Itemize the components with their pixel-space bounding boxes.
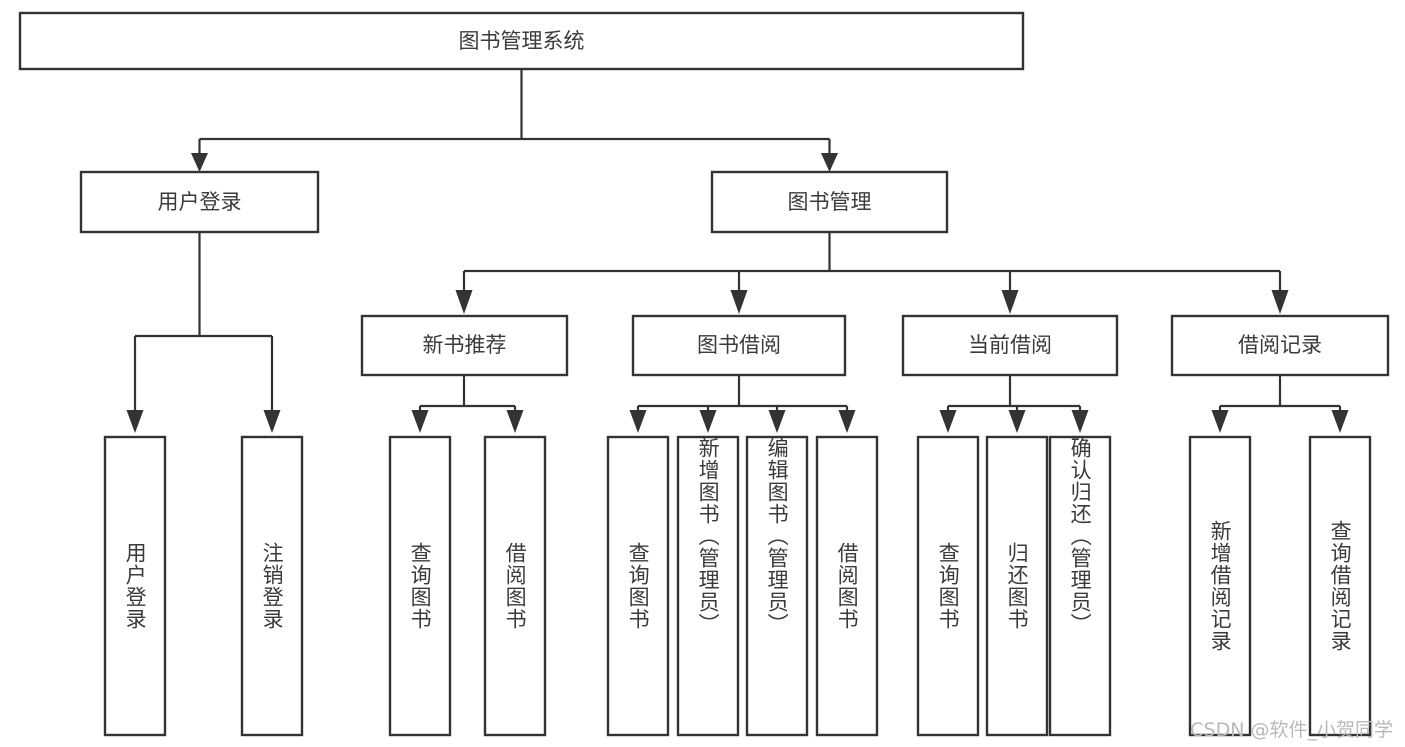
arrowhead-records bbox=[1271, 290, 1289, 314]
node-new-book-recommend[interactable]: 新书推荐 bbox=[360, 314, 569, 377]
node-user-login-label: 用户登录 bbox=[158, 190, 242, 214]
leaf-boxes-group bbox=[103, 435, 1372, 737]
arrowhead-newbook-leaf2 bbox=[506, 410, 524, 433]
node-user-login[interactable]: 用户登录 bbox=[79, 170, 320, 234]
node-book-borrow-label: 图书借阅 bbox=[697, 333, 781, 357]
node-user-login-box[interactable] bbox=[79, 170, 320, 234]
connectors-group bbox=[126, 69, 1349, 433]
leaf-box-user-login[interactable] bbox=[103, 435, 167, 737]
arrowhead-leaf-user-login bbox=[126, 410, 144, 433]
arrowhead-book-mgmt bbox=[821, 153, 838, 172]
node-current-borrow[interactable]: 当前借阅 bbox=[901, 314, 1119, 377]
node-root-box[interactable] bbox=[18, 11, 1025, 71]
node-root-label: 图书管理系统 bbox=[459, 29, 585, 53]
leaf-box-add-book-admin[interactable] bbox=[676, 435, 740, 737]
node-book-borrow-box[interactable] bbox=[631, 314, 847, 377]
leaf-box-add-borrow-record[interactable] bbox=[1188, 435, 1252, 737]
node-book-management[interactable]: 图书管理 bbox=[710, 170, 949, 234]
leaf-box-query-books-newbook[interactable] bbox=[388, 435, 452, 737]
arrowhead-newbook-leaf1 bbox=[411, 410, 429, 433]
arrowhead-user-login bbox=[191, 153, 208, 172]
arrowhead-borrow-leaf1 bbox=[629, 410, 647, 433]
node-borrow-records[interactable]: 借阅记录 bbox=[1170, 314, 1390, 377]
arrowhead-current-leaf1 bbox=[939, 410, 957, 433]
arrowhead-records-leaf2 bbox=[1331, 410, 1349, 433]
arrowhead-current bbox=[1001, 290, 1019, 314]
leaf-box-query-books-borrow[interactable] bbox=[606, 435, 670, 737]
node-new-book-recommend-label: 新书推荐 bbox=[423, 333, 507, 357]
leaf-box-borrow-books-newbook[interactable] bbox=[483, 435, 547, 737]
leaf-box-borrow-books[interactable] bbox=[815, 435, 879, 737]
node-root[interactable]: 图书管理系统 bbox=[18, 11, 1025, 71]
node-current-borrow-label: 当前借阅 bbox=[968, 333, 1052, 357]
leaf-box-return-books[interactable] bbox=[985, 435, 1049, 737]
node-book-borrow[interactable]: 图书借阅 bbox=[631, 314, 847, 377]
arrowhead-current-leaf3 bbox=[1071, 410, 1089, 433]
arrowhead-newbook bbox=[455, 290, 473, 314]
arrowhead-current-leaf2 bbox=[1008, 410, 1026, 433]
arrowhead-leaf-logout bbox=[263, 410, 281, 433]
node-current-borrow-box[interactable] bbox=[901, 314, 1119, 377]
arrowhead-borrow-leaf4 bbox=[838, 410, 856, 433]
arrowhead-borrow bbox=[730, 290, 748, 314]
leaf-box-query-books-current[interactable] bbox=[916, 435, 980, 737]
node-book-management-label: 图书管理 bbox=[788, 190, 872, 214]
leaf-box-logout[interactable] bbox=[240, 435, 304, 737]
arrowhead-borrow-leaf2 bbox=[699, 410, 717, 433]
node-new-book-recommend-box[interactable] bbox=[360, 314, 569, 377]
arrowhead-records-leaf1 bbox=[1211, 410, 1229, 433]
leaf-box-edit-book-admin[interactable] bbox=[745, 435, 809, 737]
leaf-box-confirm-return-admin[interactable] bbox=[1048, 435, 1112, 737]
arrowhead-borrow-leaf3 bbox=[768, 410, 786, 433]
node-borrow-records-label: 借阅记录 bbox=[1238, 333, 1322, 357]
node-borrow-records-box[interactable] bbox=[1170, 314, 1390, 377]
leaf-box-query-borrow-record[interactable] bbox=[1308, 435, 1372, 737]
node-book-management-box[interactable] bbox=[710, 170, 949, 234]
